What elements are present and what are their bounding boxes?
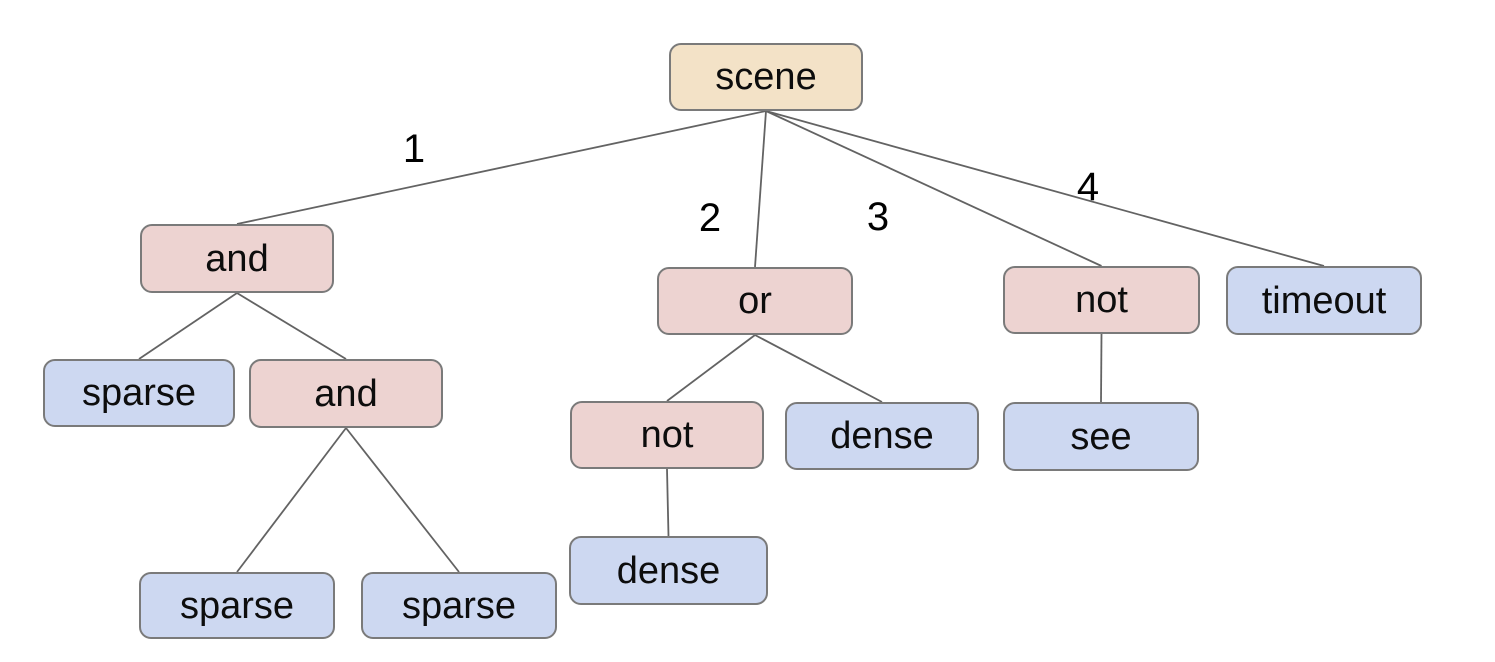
tree-node-scene: scene	[669, 43, 863, 111]
tree-node-and-2: and	[249, 359, 443, 428]
tree-edge-scene-to-and-1	[236, 110, 767, 225]
tree-node-not-2: not	[570, 401, 764, 469]
tree-edge-or-1-to-not-2	[666, 334, 756, 402]
tree-edge-scene-to-not-1	[765, 110, 1102, 267]
tree-node-and-1: and	[140, 224, 334, 293]
tree-node-sparse-2: sparse	[139, 572, 335, 639]
tree-edge-and-1-to-and-2	[236, 292, 347, 360]
tree-node-or-1: or	[657, 267, 853, 335]
tree-node-dense-2: dense	[569, 536, 768, 605]
tree-edge-scene-to-timeout-1	[765, 110, 1325, 267]
tree-edge-scene-to-or-1	[754, 110, 767, 268]
tree-edge-not-2-to-dense-2	[666, 468, 670, 537]
tree-node-see-1: see	[1003, 402, 1199, 471]
tree-node-dense-1: dense	[785, 402, 979, 470]
edge-label-2: 2	[698, 196, 722, 240]
edge-label-3: 3	[866, 195, 890, 239]
edge-label-1: 1	[402, 127, 426, 171]
tree-node-sparse-3: sparse	[361, 572, 557, 639]
tree-edge-and-2-to-sparse-3	[345, 427, 460, 573]
tree-edge-and-1-to-sparse-1	[138, 292, 238, 360]
tree-node-not-1: not	[1003, 266, 1200, 334]
tree-edge-or-1-to-dense-1	[754, 334, 883, 403]
tree-node-timeout-1: timeout	[1226, 266, 1422, 335]
tree-edge-not-1-to-see-1	[1100, 333, 1103, 403]
tree-node-sparse-1: sparse	[43, 359, 235, 427]
tree-edge-and-2-to-sparse-2	[236, 427, 347, 573]
edge-label-4: 4	[1076, 165, 1100, 209]
